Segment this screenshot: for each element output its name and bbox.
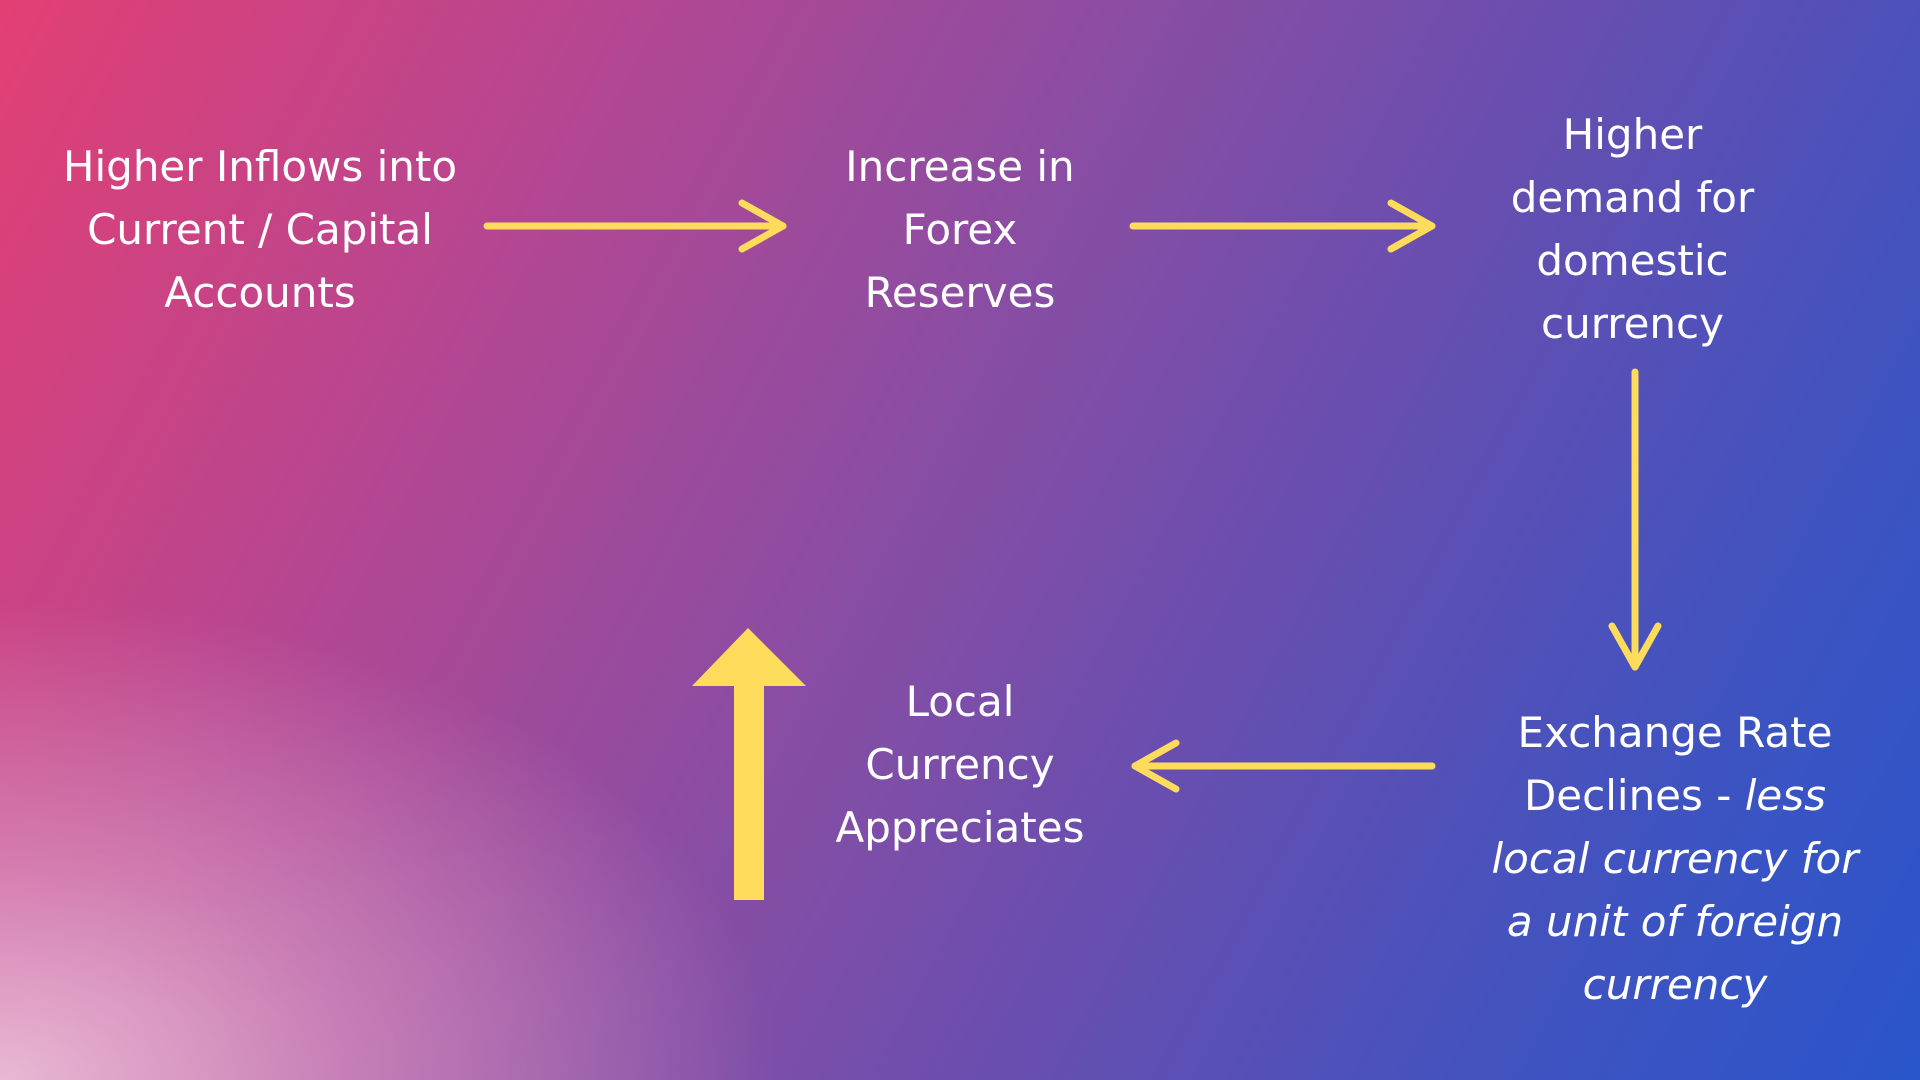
arrow-demand-to-exchange xyxy=(1608,368,1662,671)
node-demand-line-2: demand for xyxy=(1510,173,1755,222)
node-exchange-line-4: a unit of foreign xyxy=(1455,890,1895,953)
node-increase-forex-reserves: Increase in Forex Reserves xyxy=(800,135,1120,324)
node-forex-line-3: Reserves xyxy=(864,268,1056,317)
node-exchange-rate-declines: Exchange Rate Declines - less local curr… xyxy=(1455,701,1895,1016)
node-inflows-line-3: Accounts xyxy=(164,268,356,317)
node-inflows-line-2: Current / Capital xyxy=(87,205,433,254)
arrow-strokes xyxy=(483,199,1662,793)
node-exchange-italic-3: currency xyxy=(1582,960,1768,1009)
node-exchange-line-2: Declines - less xyxy=(1455,764,1895,827)
node-higher-inflows: Higher Inflows into Current / Capital Ac… xyxy=(20,135,500,324)
node-forex-line-2: Forex xyxy=(902,205,1018,254)
arrow-exchange-to-local xyxy=(1131,739,1436,793)
node-exchange-line-2-plain: Declines - xyxy=(1523,771,1745,820)
node-inflows-line-1: Higher Inflows into xyxy=(62,142,458,191)
node-local-line-1: Local xyxy=(905,677,1015,726)
node-exchange-line-2-italic: less xyxy=(1744,771,1827,820)
node-local-line-3: Appreciates xyxy=(835,803,1085,852)
node-exchange-line-1: Exchange Rate xyxy=(1517,708,1833,757)
node-demand-line-1: Higher xyxy=(1562,110,1703,159)
arrow-appreciation-up xyxy=(692,628,806,900)
node-higher-demand-domestic-currency: Higher demand for domestic currency xyxy=(1460,103,1805,355)
node-forex-line-1: Increase in xyxy=(845,142,1075,191)
node-demand-line-4: currency xyxy=(1541,299,1724,348)
arrow-forex-to-demand xyxy=(1129,199,1436,253)
node-demand-line-3: domestic xyxy=(1536,236,1729,285)
node-exchange-italic-1: local currency for xyxy=(1491,834,1859,883)
node-local-line-2: Currency xyxy=(865,740,1055,789)
arrow-inflows-to-forex xyxy=(483,199,787,253)
node-exchange-italic-2: a unit of foreign xyxy=(1506,897,1844,946)
node-local-currency-appreciates: Local Currency Appreciates xyxy=(800,670,1120,859)
node-exchange-line-5: currency xyxy=(1455,953,1895,1016)
node-exchange-line-3: local currency for xyxy=(1455,827,1895,890)
